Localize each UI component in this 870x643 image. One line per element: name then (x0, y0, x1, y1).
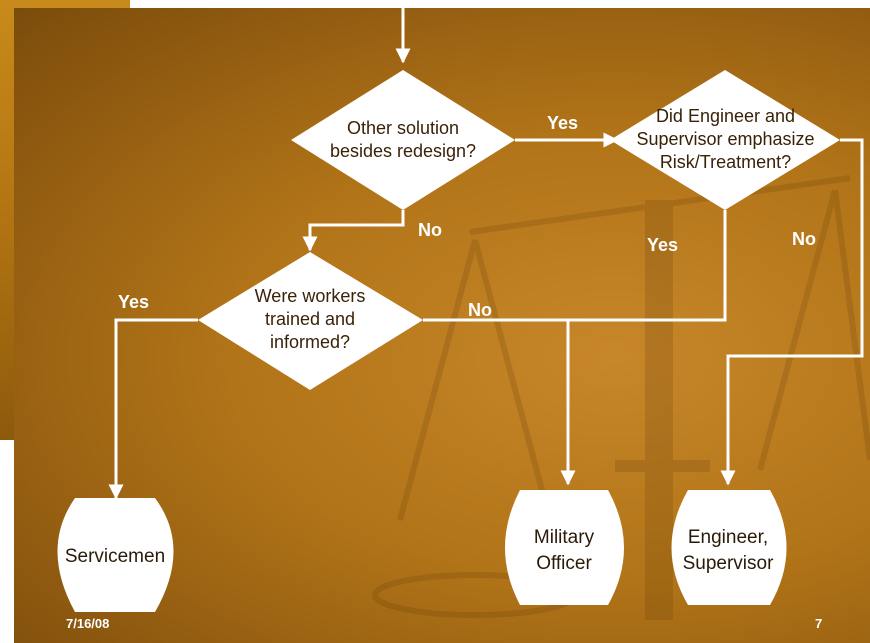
outcome-servicemen-text: Servicemen (64, 546, 166, 567)
decision-engineer-emphasize (610, 70, 840, 210)
connector-no-center (302, 210, 405, 252)
outcome-servicemen-shape (57, 498, 174, 612)
connectors (108, 0, 864, 500)
label-yes-engineer: Yes (647, 235, 679, 255)
decision-workers-trained (198, 252, 423, 390)
decision-workers-trained-text: Were workers trained and informed? (254, 286, 366, 352)
connector-yes-engineer (568, 210, 727, 322)
decision-other-solution (291, 70, 515, 210)
outcome-engineer-supervisor-text: Engineer, Supervisor (682, 527, 774, 574)
connector-no-engineer (720, 138, 864, 486)
slide-page-number: 7 (815, 616, 823, 631)
outcome-military-officer-text: Military Officer (533, 527, 595, 574)
label-no-workers: No (468, 300, 492, 320)
slide-date: 7/16/08 (66, 616, 110, 631)
label-no-engineer: No (792, 229, 816, 249)
label-yes-workers: Yes (118, 292, 150, 312)
decision-engineer-emphasize-text: Did Engineer and Supervisor emphasize Ri… (636, 106, 815, 172)
outcome-military-officer-shape (505, 490, 624, 605)
decision-other-solution-text: Other solution besides redesign? (329, 118, 477, 161)
connector-yes-workers (108, 318, 198, 500)
label-yes-top: Yes (547, 113, 579, 133)
outcome-engineer-supervisor-shape (671, 490, 787, 605)
label-no-center: No (418, 220, 442, 240)
